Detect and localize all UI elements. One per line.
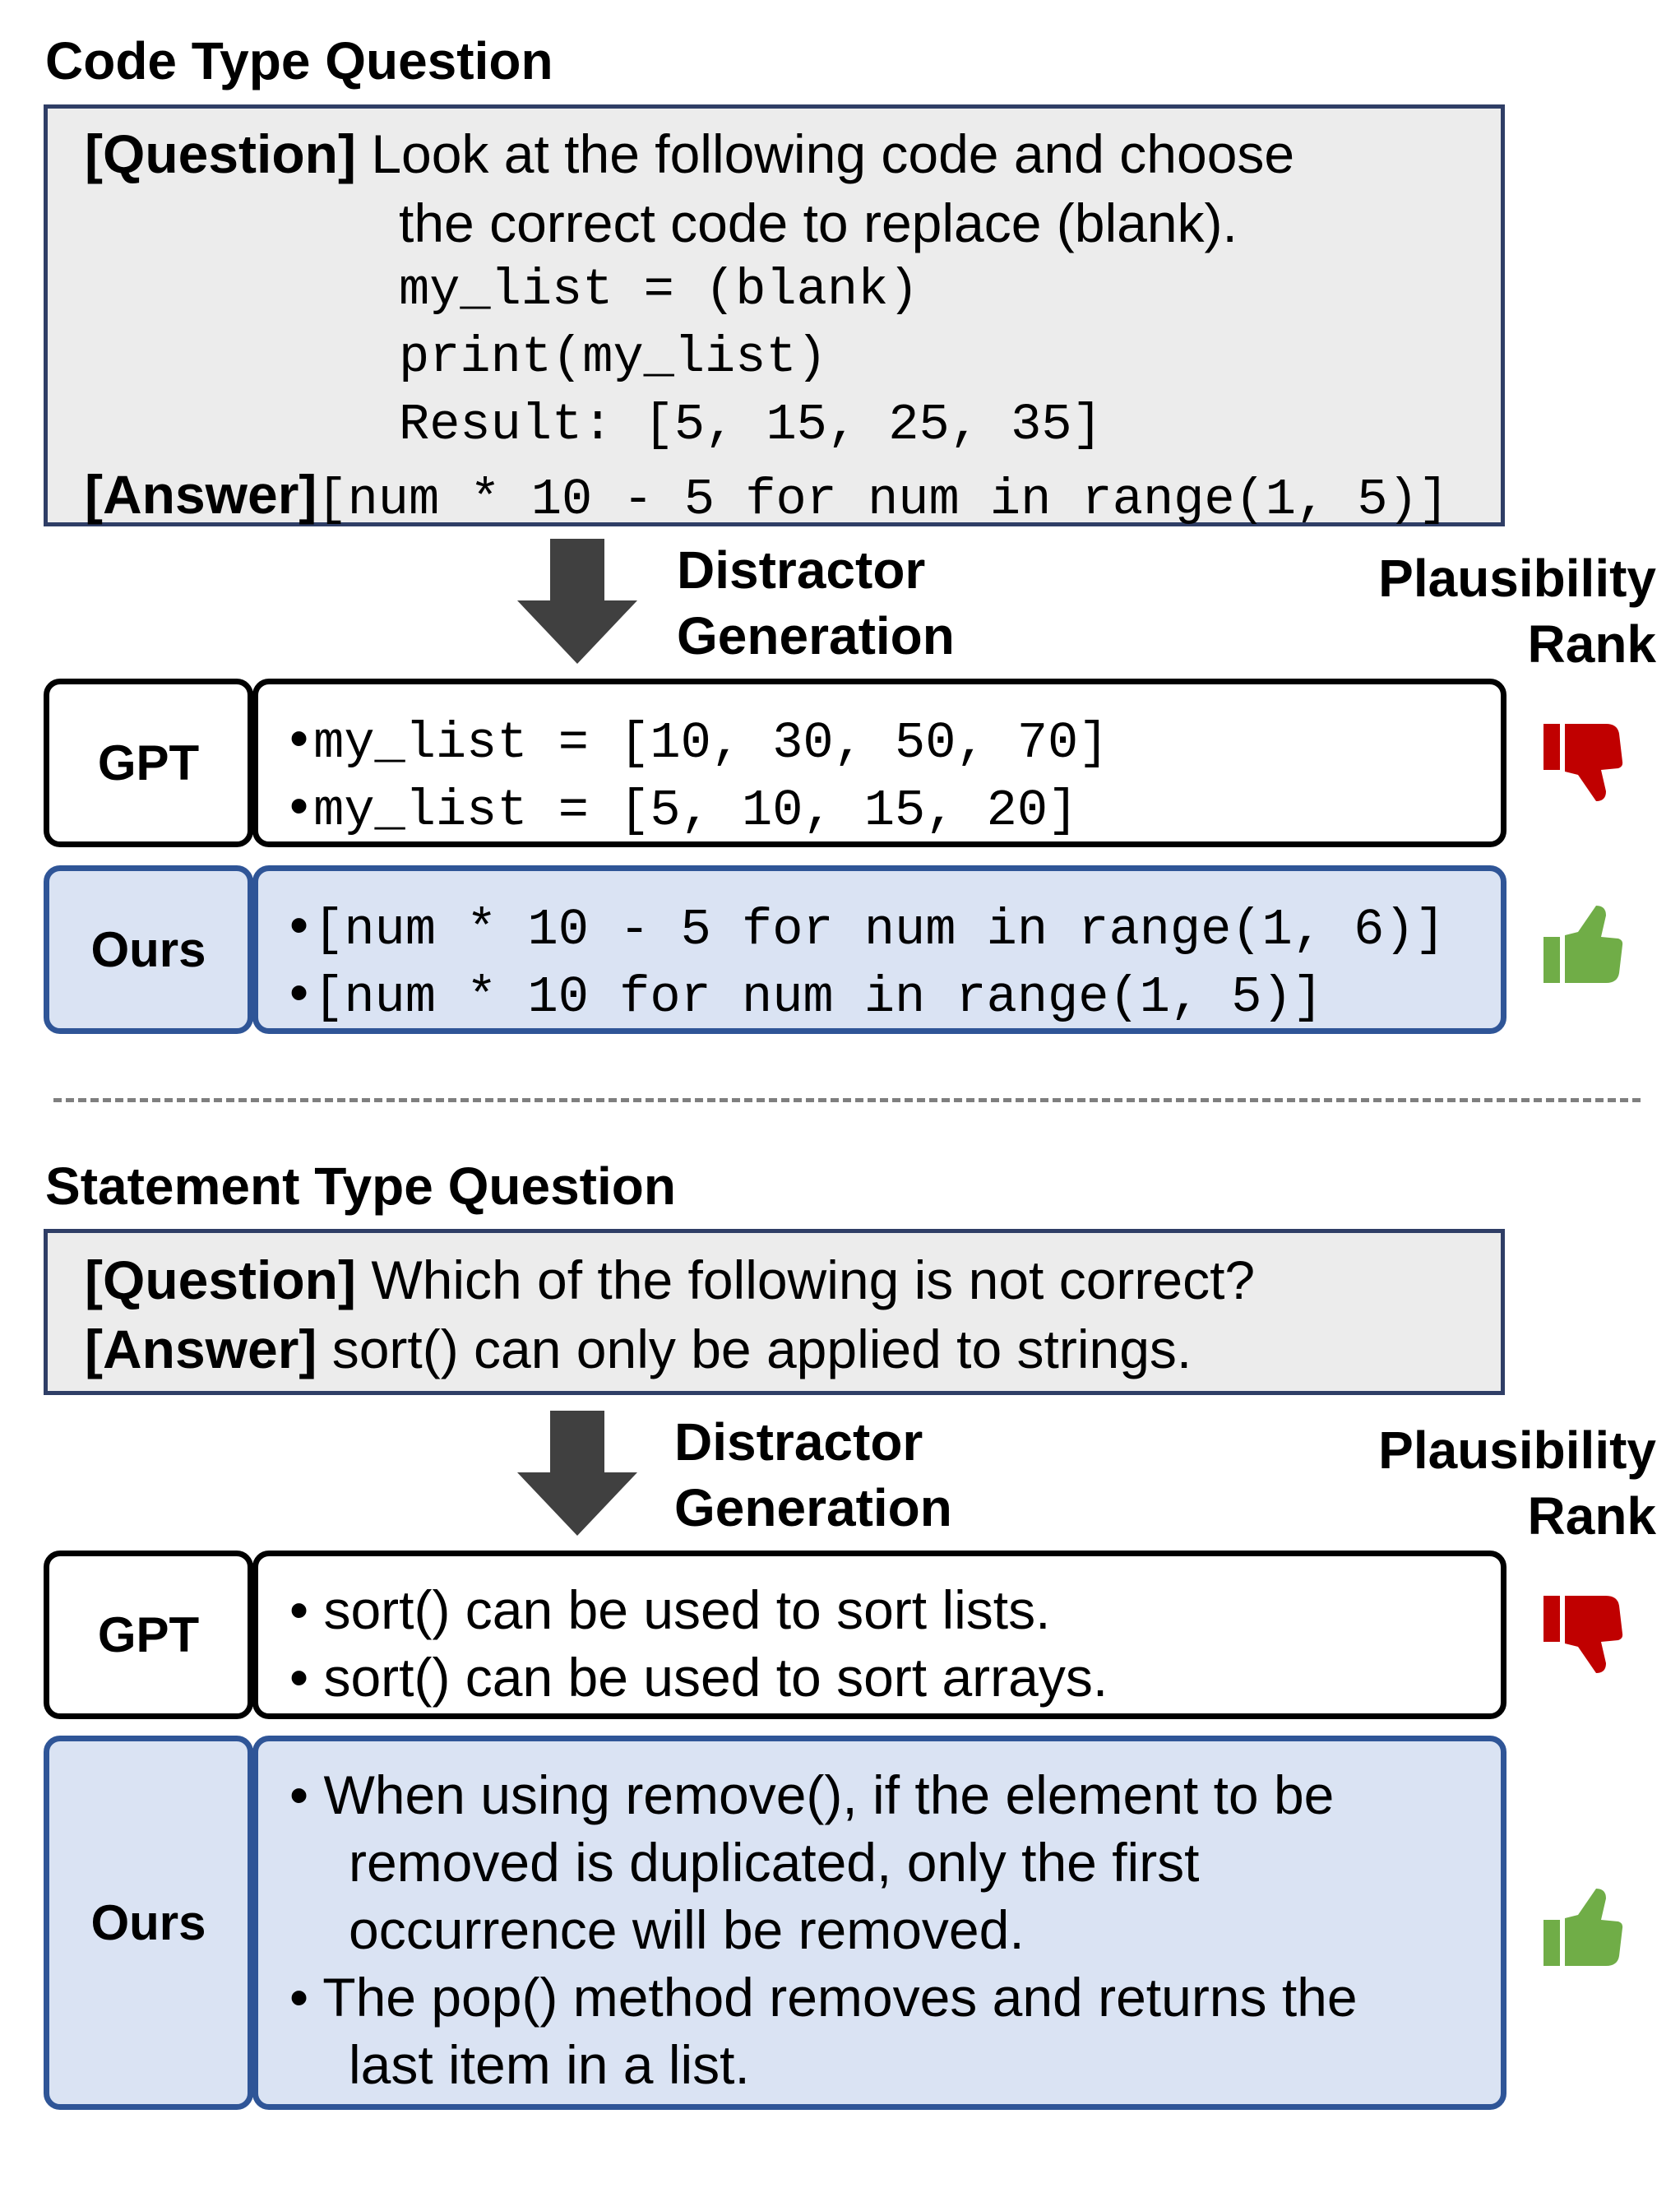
list-item: •my_list = [5, 10, 15, 20] bbox=[289, 775, 1079, 840]
gpt-item-2: sort() can be used to sort arrays. bbox=[323, 1647, 1108, 1708]
answer-tag: [Answer] bbox=[85, 464, 317, 525]
statement-section-title: Statement Type Question bbox=[45, 1157, 676, 1216]
step-line-2: Generation bbox=[674, 1478, 952, 1537]
question-tag: [Question] bbox=[85, 1249, 356, 1310]
ours-item-2-line-2: last item in a list. bbox=[349, 2034, 750, 2095]
gpt-label-text: GPT bbox=[97, 1607, 200, 1662]
down-arrow-icon bbox=[517, 1411, 637, 1536]
code-section-title: Code Type Question bbox=[45, 31, 553, 90]
gpt-item-1: sort() can be used to sort lists. bbox=[323, 1579, 1051, 1640]
step-line-1: Distractor bbox=[674, 1412, 923, 1472]
question-text: Look at the following code and choose bbox=[371, 123, 1295, 184]
gpt-distractors: •my_list = [10, 30, 50, 70] •my_list = [… bbox=[252, 679, 1506, 847]
gpt-item-2: my_list = [5, 10, 15, 20] bbox=[313, 781, 1079, 840]
rank-line-2: Rank bbox=[1527, 614, 1657, 674]
question-tag: [Question] bbox=[85, 123, 356, 184]
rank-line-2: Rank bbox=[1527, 1486, 1657, 1546]
list-item: •my_list = [10, 30, 50, 70] bbox=[289, 707, 1109, 772]
statement-question-box: [Question] Which of the following is not… bbox=[44, 1229, 1505, 1395]
ours-label-text: Ours bbox=[90, 1895, 206, 1950]
plausibility-rank-label: Plausibility Rank bbox=[1378, 545, 1656, 677]
ours-item-1-line-2: removed is duplicated, only the first bbox=[349, 1832, 1200, 1893]
code-question-box: [Question] Look at the following code an… bbox=[44, 104, 1505, 526]
list-item: •[num * 10 for num in range(1, 5)] bbox=[289, 962, 1323, 1027]
answer-text: sort() can only be applied to strings. bbox=[331, 1319, 1192, 1379]
ours-item-1: [num * 10 - 5 for num in range(1, 6)] bbox=[313, 901, 1446, 959]
question-text: Which of the following is not correct? bbox=[371, 1249, 1256, 1310]
answer-code: [num * 10 - 5 for num in range(1, 5)] bbox=[317, 471, 1449, 529]
ours-item-2-line-1: The pop() method removes and returns the bbox=[322, 1967, 1358, 2028]
list-item: •[num * 10 - 5 for num in range(1, 6)] bbox=[289, 894, 1446, 959]
ours-distractors: •[num * 10 - 5 for num in range(1, 6)] •… bbox=[252, 865, 1506, 1034]
code-line-2: print(my_list) bbox=[399, 328, 827, 387]
list-item: • sort() can be used to sort lists. bbox=[289, 1579, 1051, 1640]
thumbs-up-icon bbox=[1543, 1889, 1623, 1966]
answer-tag: [Answer] bbox=[85, 1319, 317, 1379]
question-line: [Question] Which of the following is not… bbox=[85, 1253, 1255, 1307]
ours-item-1-line-1: When using remove(), if the element to b… bbox=[323, 1764, 1335, 1825]
code-line-1: my_list = (blank) bbox=[399, 261, 919, 319]
distractor-generation-label: Distractor Generation bbox=[674, 1409, 952, 1541]
list-item: • The pop() method removes and returns t… bbox=[289, 1967, 1358, 2028]
distractor-generation-label: Distractor Generation bbox=[677, 537, 955, 669]
gpt-label-text: GPT bbox=[97, 735, 200, 790]
ours-item-1-line-3: occurrence will be removed. bbox=[349, 1899, 1025, 1960]
thumbs-down-icon bbox=[1543, 724, 1623, 801]
list-item: • When using remove(), if the element to… bbox=[289, 1764, 1335, 1825]
thumbs-up-icon bbox=[1543, 906, 1623, 983]
gpt-label: GPT bbox=[44, 679, 253, 847]
gpt-item-1: my_list = [10, 30, 50, 70] bbox=[313, 714, 1109, 772]
ours-distractors: • When using remove(), if the element to… bbox=[252, 1736, 1506, 2110]
ours-label: Ours bbox=[44, 865, 253, 1034]
question-line-1: [Question] Look at the following code an… bbox=[85, 127, 1294, 181]
section-divider bbox=[53, 1098, 1641, 1102]
code-line-3: Result: [5, 15, 25, 35] bbox=[399, 396, 1103, 454]
list-item: • sort() can be used to sort arrays. bbox=[289, 1647, 1108, 1708]
step-line-1: Distractor bbox=[677, 540, 926, 600]
question-line-2: the correct code to replace (blank). bbox=[399, 192, 1238, 253]
plausibility-rank-label: Plausibility Rank bbox=[1378, 1417, 1656, 1549]
down-arrow-icon bbox=[517, 539, 637, 664]
ours-item-2: [num * 10 for num in range(1, 5)] bbox=[313, 968, 1323, 1027]
answer-line: [Answer][num * 10 - 5 for num in range(1… bbox=[85, 467, 1449, 526]
ours-label-text: Ours bbox=[90, 922, 206, 977]
step-line-2: Generation bbox=[677, 606, 955, 665]
ours-label: Ours bbox=[44, 1736, 253, 2110]
rank-line-1: Plausibility bbox=[1378, 549, 1656, 608]
thumbs-down-icon bbox=[1543, 1596, 1623, 1673]
gpt-label: GPT bbox=[44, 1551, 253, 1719]
answer-line: [Answer] sort() can only be applied to s… bbox=[85, 1322, 1192, 1376]
gpt-distractors: • sort() can be used to sort lists. • so… bbox=[252, 1551, 1506, 1719]
rank-line-1: Plausibility bbox=[1378, 1421, 1656, 1480]
